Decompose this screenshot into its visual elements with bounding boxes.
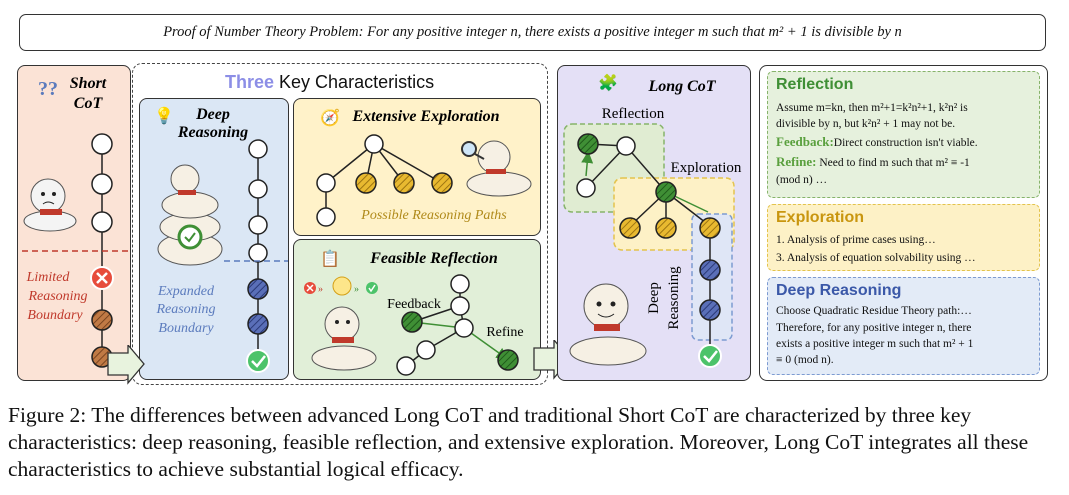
worried-snake-icon (23, 178, 77, 232)
reflection-box-title: Reflection (776, 76, 854, 93)
node (91, 309, 113, 331)
success-check-icon (246, 349, 270, 373)
refine-line: Refine: Need to find m such that m² ≡ -1 (776, 154, 970, 169)
long-cot-diagram: 🧩 Long CoT Reflection Exploration Deep R… (563, 73, 742, 368)
short-cot-title-2: CoT (74, 95, 104, 112)
long-cot-title: Long CoT (647, 78, 716, 95)
extensive-title: Extensive Exploration (351, 108, 499, 125)
feedback-line: Feedback:Direct construction isn't viabl… (776, 134, 978, 149)
possible-paths-label: Possible Reasoning Paths (360, 208, 507, 223)
person-bulb-icon: 💡 (154, 106, 174, 125)
feedback-label: Feedback (387, 297, 441, 312)
feasible-title: Feasible Reflection (369, 250, 498, 267)
short-cot-diagram: ?? Short CoT Limited Reasoning Boundary (22, 75, 130, 368)
exploration-line-1: 1. Analysis of prime cases using… (776, 234, 936, 246)
limited-boundary-3: Boundary (27, 308, 83, 323)
happy-snake-icon (569, 283, 647, 366)
deep-box-title: Deep Reasoning (776, 282, 902, 299)
three-key-frame: Three Key Characteristics (132, 63, 548, 385)
feasible-reflection-diagram: 📋 Feasible Reflection » » Feedback Refin… (304, 249, 524, 376)
long-reflection-label: Reflection (602, 106, 665, 122)
long-deep-label-1: Deep (646, 282, 662, 314)
refine-label: Refine (486, 325, 523, 340)
deep-reasoning-diagram: 💡 Deep Reasoning Expanded Reasoning Boun… (154, 106, 288, 373)
deep-reasoning-box: Deep Reasoning Choose Quadratic Residue … (767, 277, 1040, 375)
deep-line-2: Therefore, for any positive integer n, t… (776, 322, 972, 334)
reflection-line-1: Assume m=kn, then m²+1=k²n²+1, k²n² is (776, 102, 968, 114)
puzzle-icon: 🧩 (598, 73, 618, 92)
deep-line-3: exists a positive integer m such that m²… (776, 338, 974, 350)
feasible-reflection-panel: 📋 Feasible Reflection » » Feedback Refin… (293, 239, 541, 380)
deep-line-4: ≡ 0 (mod n). (776, 354, 834, 366)
expanded-boundary-1: Expanded (157, 284, 215, 299)
reflection-line-2: divisible by n, but k²n² + 1 may not be. (776, 118, 956, 130)
svg-text:»: » (318, 284, 323, 295)
figure-caption: Figure 2: The differences between advanc… (8, 403, 1029, 481)
node (91, 173, 113, 195)
long-cot-panel: 🧩 Long CoT Reflection Exploration Deep R… (557, 65, 751, 381)
question-icon: ?? (38, 78, 58, 100)
deep-line-1: Choose Quadratic Residue Theory path:… (776, 305, 972, 317)
reflection-box: Reflection Assume m=kn, then m²+1=k²n²+1… (767, 71, 1040, 198)
deep-title-2: Reasoning (177, 124, 248, 141)
node (91, 133, 113, 155)
thinking-snake-icon (311, 306, 377, 371)
magnifier-snake-icon (461, 140, 532, 197)
success-check-icon (698, 344, 722, 368)
deep-title-1: Deep (195, 106, 230, 123)
deep-reasoning-panel: 💡 Deep Reasoning Expanded Reasoning Boun… (139, 98, 289, 380)
extensive-exploration-panel: 🧭 Extensive Exploration Possible Reasoni… (293, 98, 541, 236)
short-cot-panel: ?? Short CoT Limited Reasoning Boundary (17, 65, 131, 381)
expanded-boundary-2: Reasoning (155, 302, 215, 317)
limited-boundary-1: Limited (26, 270, 71, 285)
checklist-icon: 📋 (320, 249, 340, 268)
long-exploration-label: Exploration (671, 160, 742, 176)
long-deep-label-2: Reasoning (666, 266, 682, 330)
expanded-boundary-3: Boundary (158, 321, 214, 336)
node (91, 211, 113, 233)
arrow-to-three (107, 345, 145, 385)
refine-line-2: (mod n) … (776, 174, 828, 186)
svg-text:»: » (354, 284, 359, 295)
exploration-box: Exploration 1. Analysis of prime cases u… (767, 204, 1040, 271)
limited-boundary-2: Reasoning (27, 289, 87, 304)
short-cot-title-1: Short (70, 75, 107, 92)
exploration-diagram: 🧭 Extensive Exploration Possible Reasoni… (316, 108, 532, 227)
feedback-flow-icon: » » (304, 276, 378, 296)
three-key-title: Three Key Characteristics (225, 72, 435, 92)
exploration-line-2: 3. Analysis of equation solvability usin… (776, 252, 976, 264)
coiled-snake-icon (157, 164, 223, 266)
explorer-icon: 🧭 (320, 108, 340, 127)
magnifier-check-icon (177, 224, 203, 250)
problem-statement: Proof of Number Theory Problem: For any … (19, 14, 1046, 51)
exploration-box-title: Exploration (776, 209, 865, 226)
